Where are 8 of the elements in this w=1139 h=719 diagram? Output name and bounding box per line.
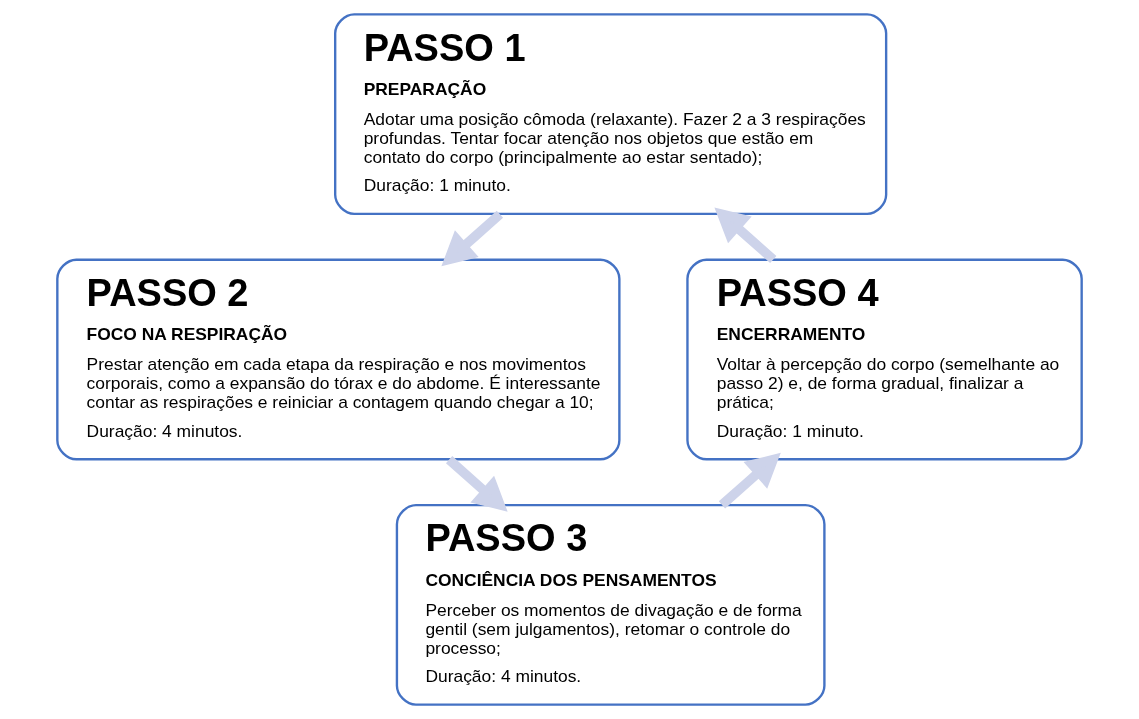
node-box: PASSO 4 ENCERRAMENTO Voltar à percepção do corpo (semelhante ao passo 2) e, de forma gradual, finalizar a prática; Duração: 1 minuto. [686,258,1083,461]
node-box: PASSO 1 PREPARAÇÃO Adotar uma posição cômoda (relaxante). Fazer 2 a 3 respirações profundas. Tentar focar atenção nos objetos que estão em contato do corpo (principalmente ao estar sentado); Duração: 1 minuto. [334,13,888,216]
arrow [445,456,508,512]
node-box: PASSO 2 FOCO NA RESPIRAÇÃO Prestar atenção em cada etapa da respiração e nos movimentos corporais, como a expansão do tórax e do abdome. É interessante contar as respirações e reiniciar a contagem quando chegar a 10; Duração: 4 minutos. [56,258,621,461]
node-box: PASSO 3 CONCIÊNCIA DOS PENSAMENTOS Perceber os momentos de divagação e de forma gentil (sem julgamentos), retomar o controle do processo; Duração: 4 minutos. [395,503,826,706]
arrow [718,452,781,509]
arrow [441,210,504,267]
arrow [714,207,777,264]
